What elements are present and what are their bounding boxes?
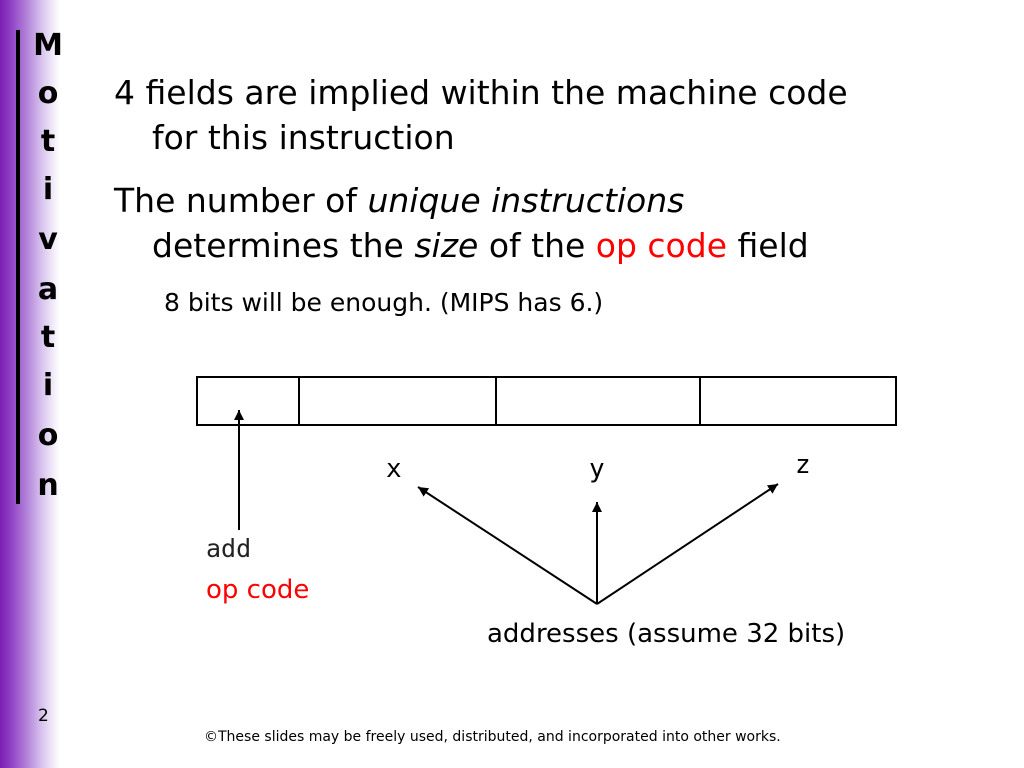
copyright-footer: ©These slides may be freely used, distri… [204,729,781,745]
sidebar-title-letter: v [38,222,58,257]
sidebar-title-letter: a [37,272,59,307]
address-field-z-box [699,376,897,426]
emphasis-size: size [414,226,479,265]
bullet-fields-line2: for this instruction [152,118,455,157]
emphasis-op-code: op code [595,226,727,265]
sub-bullet-8-bits: 8 bits will be enough. (MIPS has 6.) [164,288,604,317]
bullet-text: field [727,226,809,265]
addresses-label: addresses (assume 32 bits) [487,619,846,649]
address-field-x-box [298,376,497,426]
address-field-y-box [495,376,701,426]
sidebar-title-letter: n [37,468,59,503]
bullet-line2: determines the size of the op code field [114,223,994,268]
address-arrow-x [417,486,598,605]
bullet-unique-instructions: The number of unique instructions determ… [114,178,994,268]
sidebar-title-letter: o [37,76,59,111]
sidebar-title-letter: i [42,368,54,403]
field-label-x: x [386,454,402,484]
sidebar-title-letter: t [40,320,56,355]
sidebar-rule [16,30,20,504]
page-number: 2 [38,706,49,726]
sidebar-title-letter: i [42,172,54,207]
bullet-text: of the [478,226,596,265]
emphasis-unique-instructions: unique instructions [367,181,685,220]
bullet-fields-line1: 4 fields are implied within the machine … [114,73,848,112]
bullet-fields: 4 fields are implied within the machine … [114,70,994,160]
bullet-text: The number of [114,181,368,220]
bullet-text: determines the [152,226,415,265]
sidebar-gradient [0,0,60,768]
sidebar-title-letter: o [37,418,59,453]
field-label-y: y [589,454,605,484]
sidebar-title-letter: M [33,28,63,63]
address-arrow-z [596,483,779,605]
opcode-label: op code [206,575,310,605]
sidebar-title-letter: t [40,124,56,159]
opcode-mnemonic: add [206,534,252,563]
field-label-z: z [795,450,811,480]
